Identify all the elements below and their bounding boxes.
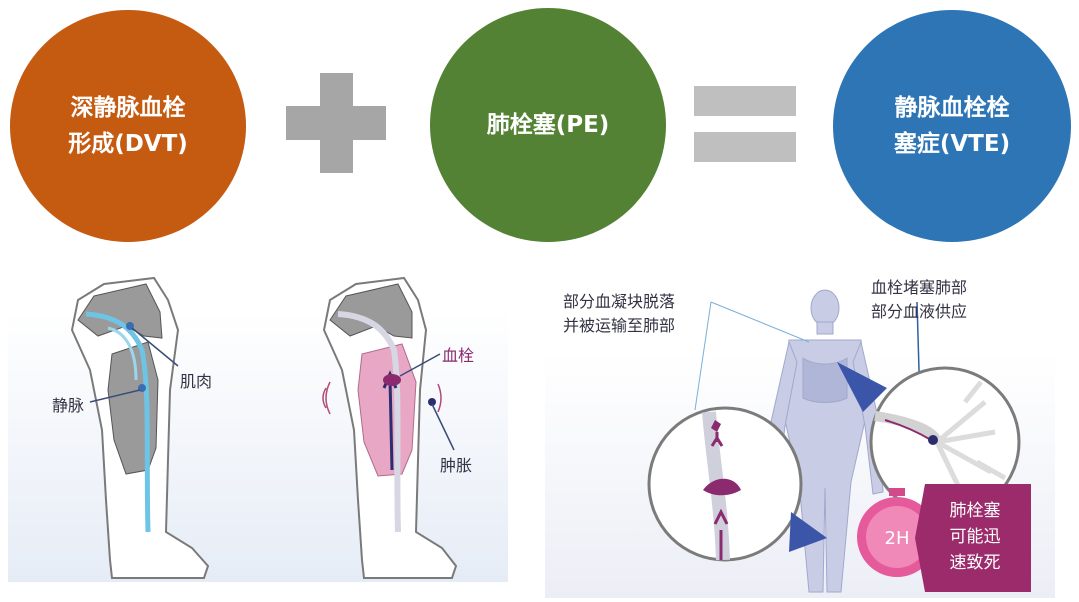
legs-svg <box>8 276 508 582</box>
warning-line1: 肺栓塞 <box>950 501 1001 521</box>
detach-text-line1: 部分血凝块脱落 <box>563 292 676 311</box>
timer-label: 2H <box>885 528 910 549</box>
plus-icon-vertical <box>320 73 353 173</box>
warning-line2: 可能迅 <box>950 527 1001 547</box>
warning-box <box>915 484 1031 592</box>
block-text-line2: 部分血液供应 <box>871 302 968 321</box>
equals-icon-top <box>694 86 796 116</box>
vte-label-line1: 静脉血栓栓 <box>894 95 1010 121</box>
vein-label: 静脉 <box>52 396 85 415</box>
vte-circle: 静脉血栓栓 塞症(VTE) <box>833 10 1071 242</box>
equals-icon-bottom <box>694 132 796 162</box>
body-svg: 2H 肺栓塞 可能迅 速致死 <box>545 289 1055 598</box>
timer-icon <box>857 488 937 577</box>
dvt-label-line1: 深静脉血栓 <box>70 95 186 121</box>
warning-line3: 速致死 <box>950 553 1001 573</box>
lung-zoom-circle <box>837 362 1021 518</box>
vte-label-line2: 塞症(VTE) <box>893 131 1011 157</box>
clot-label: 血栓 <box>442 346 475 365</box>
clot-leg <box>322 276 458 579</box>
normal-leg <box>70 276 210 579</box>
swelling-marker <box>428 398 436 406</box>
swelling-label: 肿胀 <box>440 456 473 475</box>
body-illustration: 2H 肺栓塞 可能迅 速致死 部分血凝块脱落 并被运输至肺部 血栓堵塞肺部 部分… <box>545 262 1055 598</box>
block-text-line1: 血栓堵塞肺部 <box>871 278 968 297</box>
detach-text-line2: 并被运输至肺部 <box>563 316 676 335</box>
legs-illustration: 肌肉 静脉 血栓 肿胀 <box>8 270 508 582</box>
dvt-label-line2: 形成(DVT) <box>68 131 188 157</box>
pe-label: 肺栓塞(PE) <box>486 112 610 138</box>
vein-zoom-circle <box>647 406 827 562</box>
clot-marker <box>383 374 401 386</box>
dvt-circle: 深静脉血栓 形成(DVT) <box>10 10 246 242</box>
muscle-label: 肌肉 <box>180 372 213 391</box>
pe-circle: 肺栓塞(PE) <box>430 8 666 242</box>
